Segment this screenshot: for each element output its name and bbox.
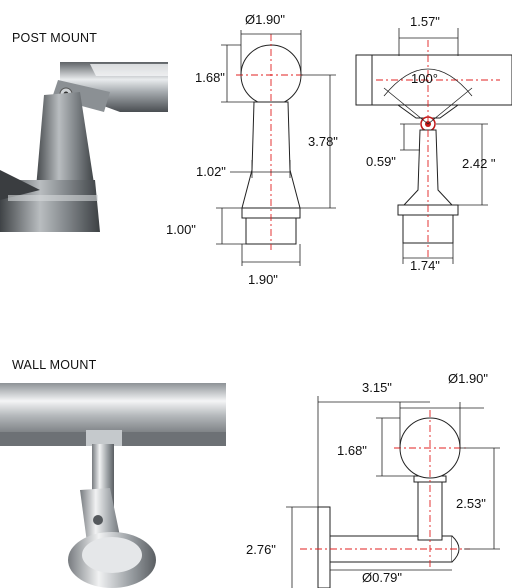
wall-plate xyxy=(317,506,331,588)
post-side-view: 100° 1.57" 0.59" 2.42 " 1.74" xyxy=(355,14,512,273)
dim-wall-projection: 3.15" xyxy=(362,380,392,395)
wall-mount-title: WALL MOUNT xyxy=(12,358,97,372)
dim-side-base-width: 1.74" xyxy=(410,258,440,273)
dim-wall-plate-height: 2.76" xyxy=(246,542,276,557)
dim-post-base-width: 1.90" xyxy=(248,272,278,287)
wall-mount-view: 3.15" Ø1.90" 1.68" 2.53" 2.76" Ø0.79" xyxy=(246,371,500,588)
dim-stem-height: 2.42 " xyxy=(462,156,496,171)
dim-pivot-angle: 100° xyxy=(411,71,438,86)
dim-post-overall-height: 3.78" xyxy=(308,134,338,149)
dim-saddle-width: 1.57" xyxy=(410,14,440,29)
dim-post-ball-height: 1.68" xyxy=(195,70,225,85)
post-front-view: Ø1.90" 1.68" 3.78" 1.02" 1.00" 1.90" xyxy=(166,12,338,287)
dim-post-neck-width: 1.02" xyxy=(196,164,226,179)
dim-wall-stem-height: 2.53" xyxy=(456,496,486,511)
dim-pivot-offset: 0.59" xyxy=(366,154,396,169)
dim-post-base-height: 1.00" xyxy=(166,222,196,237)
dim-post-ball-diameter: Ø1.90" xyxy=(245,12,285,27)
post-mount-title: POST MOUNT xyxy=(12,31,98,45)
dim-wall-ball-diameter: Ø1.90" xyxy=(448,371,488,386)
dim-wall-arm-diameter: Ø0.79" xyxy=(362,570,402,585)
dim-wall-ball-height: 1.68" xyxy=(337,443,367,458)
